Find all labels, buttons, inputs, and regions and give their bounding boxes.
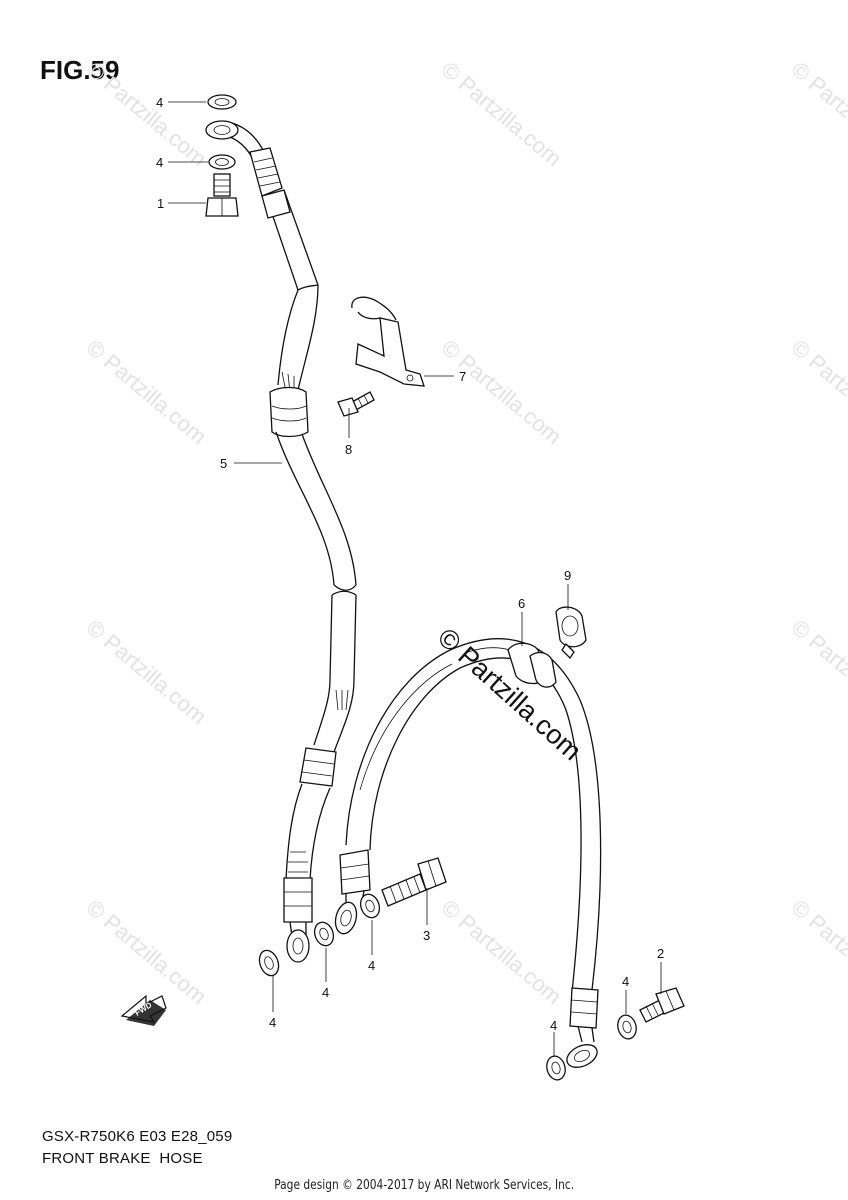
watermark-small: © Partzilla.com bbox=[82, 615, 212, 729]
model-code: GSX-R750K6 E03 E28_059 bbox=[42, 1128, 233, 1145]
washer bbox=[546, 1055, 566, 1081]
watermark-small: © Partzilla.com bbox=[787, 615, 848, 729]
callout-4: 4 bbox=[550, 1018, 557, 1033]
figure-title: FIG.59 bbox=[40, 55, 120, 85]
hose-bracket-7 bbox=[351, 296, 425, 387]
watermark-small: © Partzilla.com bbox=[82, 335, 212, 449]
watermark-grid: © Partzilla.com © Partzilla.com © Partzi… bbox=[82, 57, 848, 1009]
brake-hose-lower bbox=[334, 638, 602, 1068]
washer bbox=[207, 94, 237, 110]
part-name: FRONT BRAKE HOSE bbox=[42, 1150, 203, 1167]
watermark-small: © Partzilla.com bbox=[787, 895, 848, 1009]
union-bolt-3 bbox=[381, 857, 447, 907]
callout-4: 4 bbox=[156, 95, 163, 110]
screw-8 bbox=[337, 391, 375, 417]
washer bbox=[313, 921, 335, 947]
callout-leaders bbox=[168, 101, 662, 1056]
watermark-small: © Partzilla.com bbox=[787, 335, 848, 449]
union-bolt-1 bbox=[205, 173, 239, 217]
callout-3: 3 bbox=[423, 928, 430, 943]
washer bbox=[208, 154, 236, 170]
callout-4: 4 bbox=[269, 1015, 276, 1030]
callout-2: 2 bbox=[657, 946, 664, 961]
copyright-credit: Page design © 2004-2017 by ARI Network S… bbox=[274, 1178, 575, 1193]
callout-4: 4 bbox=[156, 155, 163, 170]
hose-clamp-9 bbox=[555, 606, 587, 660]
watermark-small: © Partzilla.com bbox=[82, 57, 212, 171]
watermark-small: © Partzilla.com bbox=[787, 57, 848, 171]
callout-4: 4 bbox=[368, 958, 375, 973]
callout-4: 4 bbox=[622, 974, 629, 989]
watermark-small: © Partzilla.com bbox=[437, 335, 567, 449]
washer bbox=[359, 893, 381, 919]
callout-1: 1 bbox=[157, 196, 164, 211]
callout-6: 6 bbox=[518, 596, 525, 611]
watermark-small: © Partzilla.com bbox=[82, 895, 212, 1009]
watermark-small: © Partzilla.com bbox=[437, 895, 567, 1009]
callout-8: 8 bbox=[345, 442, 352, 457]
watermark-small: © Partzilla.com bbox=[437, 57, 567, 171]
callout-9: 9 bbox=[564, 568, 571, 583]
fwd-arrow-icon: FWD bbox=[120, 994, 167, 1026]
union-bolt-2 bbox=[639, 987, 685, 1023]
callout-5: 5 bbox=[220, 456, 227, 471]
washer bbox=[617, 1014, 637, 1040]
callout-7: 7 bbox=[459, 369, 466, 384]
callout-4: 4 bbox=[322, 985, 329, 1000]
washer bbox=[258, 949, 280, 977]
brake-hose-upper bbox=[205, 120, 357, 963]
